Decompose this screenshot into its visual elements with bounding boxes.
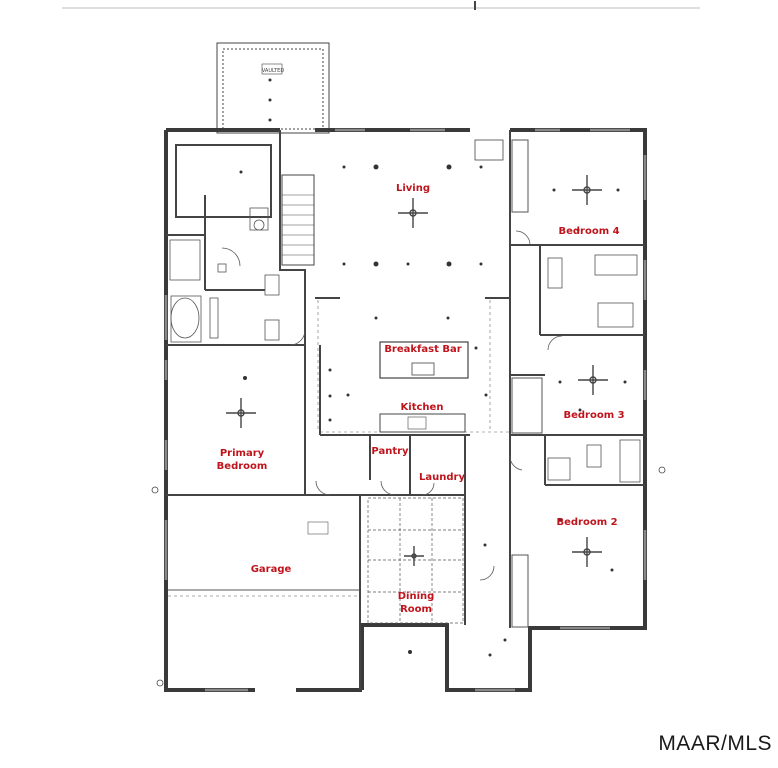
garage-details	[168, 521, 360, 597]
label-living: Living	[396, 183, 430, 194]
label-bedroom4: Bedroom 4	[558, 226, 619, 237]
breakfast-bar-island	[379, 341, 469, 379]
label-dining: Dining	[398, 591, 435, 602]
label-dining-room: Room	[400, 604, 432, 615]
fan-bedroom3	[578, 365, 608, 395]
label-kitchen: Kitchen	[401, 402, 444, 413]
label-pantry: Pantry	[371, 446, 409, 457]
svg-text:VAULTED: VAULTED	[262, 68, 284, 74]
windows	[164, 128, 647, 692]
kitchen-counter	[379, 413, 466, 433]
label-breakfast-bar: Breakfast Bar	[384, 344, 461, 355]
dining-grid	[367, 497, 464, 624]
fan-bedroom2	[572, 537, 602, 567]
label-bedroom3: Bedroom 3	[563, 410, 624, 421]
bath-fixtures	[169, 207, 641, 483]
kitchen-outline	[317, 300, 510, 433]
label-primary: Primary	[220, 448, 265, 459]
light-fixtures	[239, 78, 627, 657]
fan-living	[398, 198, 428, 228]
fan-bedroom4	[572, 175, 602, 205]
covered-porch: VAULTED	[216, 42, 330, 134]
label-bedroom2: Bedroom 2	[556, 517, 617, 528]
closets	[511, 139, 543, 628]
interior-walls	[166, 130, 645, 690]
fan-primary	[226, 398, 256, 428]
misc-marks	[151, 1, 666, 687]
ceiling-fans	[226, 175, 608, 567]
doors	[221, 230, 563, 581]
label-primary-bedroom: Bedroom	[217, 461, 268, 472]
watermark: MAAR/MLS	[658, 732, 772, 755]
label-garage: Garage	[251, 564, 292, 575]
label-laundry: Laundry	[419, 472, 465, 483]
fan-dining	[404, 546, 424, 566]
